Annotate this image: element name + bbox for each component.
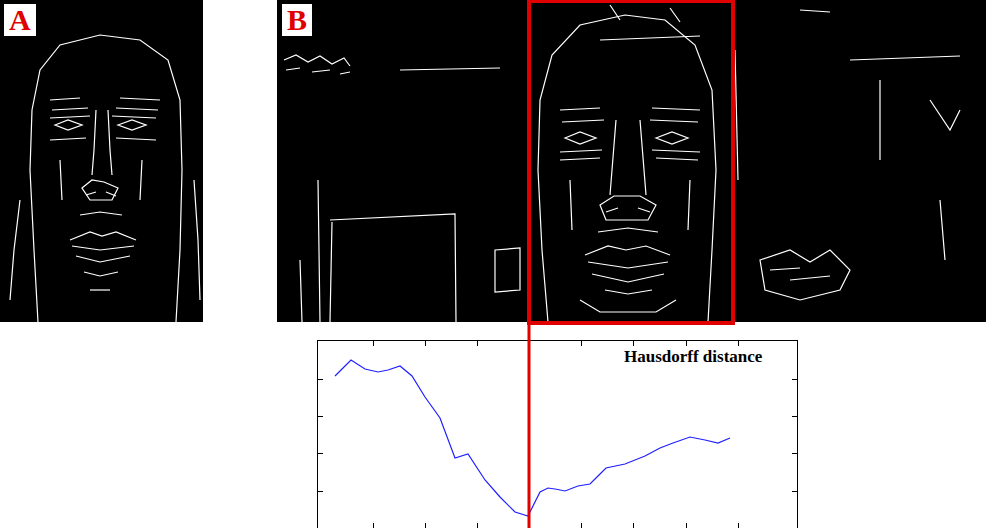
face-edges-b bbox=[538, 15, 716, 322]
distance-plot bbox=[318, 341, 798, 528]
plot-title: Hausdorff distance bbox=[622, 347, 764, 367]
face-edges-a bbox=[10, 35, 200, 322]
edge-image-a bbox=[0, 0, 203, 322]
edge-image-b bbox=[277, 0, 986, 322]
scene-edges-b bbox=[284, 5, 960, 322]
panel-letter: A bbox=[4, 4, 36, 36]
search-window bbox=[529, 1, 733, 323]
panel-letter: B bbox=[282, 4, 312, 36]
position-marker-line bbox=[528, 0, 531, 528]
